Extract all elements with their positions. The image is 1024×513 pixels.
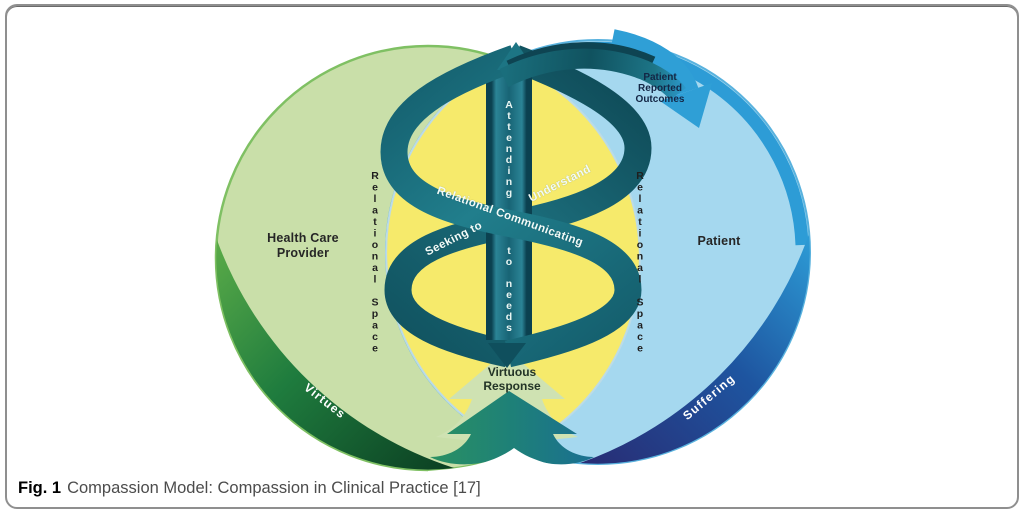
top-arrow-teal-band <box>499 48 686 101</box>
figure-caption: Fig. 1 Compassion Model: Compassion in Cl… <box>18 479 481 498</box>
helix-strand-communicating <box>380 45 642 368</box>
helix-bottom-apex <box>488 343 526 368</box>
suffering-crescent <box>580 234 810 464</box>
bottom-white-notch <box>428 448 600 480</box>
figure-caption-text: Compassion Model: Compassion in Clinical… <box>67 479 481 497</box>
relational-space-left-label: Relational Space <box>369 170 381 354</box>
helix-column-bottom-label: to needs <box>503 245 515 333</box>
bottom-teal-arrow <box>430 391 594 465</box>
provider-circle-label: Health Care Provider <box>267 231 339 260</box>
relational-space-right-label: Relational Space <box>634 170 646 354</box>
helix-column-top-label: Attending <box>503 99 515 198</box>
patient-circle-label: Patient <box>697 234 741 248</box>
figure-caption-number: Fig. 1 <box>18 479 62 497</box>
helix-column <box>486 72 532 340</box>
patient-reported-outcomes-label: Patient Reported Outcomes <box>635 72 685 106</box>
virtues-crescent <box>216 240 454 470</box>
virtuous-response-label: Virtuous Response <box>483 365 541 393</box>
top-arrow-head <box>660 83 712 128</box>
